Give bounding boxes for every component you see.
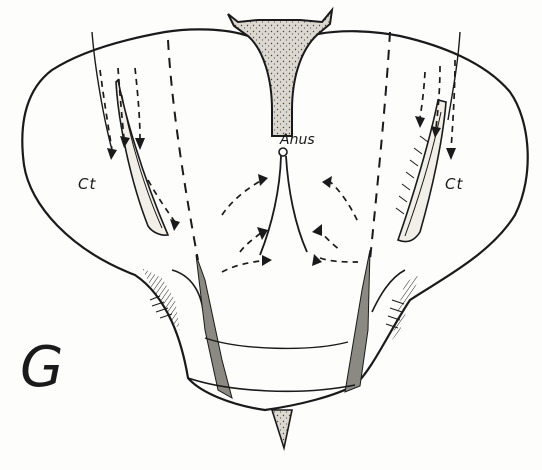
- right-dashed-line: [370, 32, 390, 260]
- bottom-curve: [188, 378, 355, 391]
- bottom-arc: [205, 338, 348, 348]
- ct-right-label: Ct: [445, 175, 463, 193]
- right-lower-hatch: [392, 275, 420, 340]
- arrows-left: [100, 68, 268, 272]
- ct-left-label: Ct: [78, 175, 96, 193]
- posterior-tip: [272, 410, 292, 448]
- panel-label: G: [20, 335, 63, 400]
- central-stalk: [260, 156, 307, 255]
- left-lower-hatch: [142, 268, 180, 330]
- left-wedge: [196, 255, 232, 398]
- anal-tube: [228, 10, 332, 136]
- anus-label: Anus: [280, 132, 315, 148]
- left-dashed-line: [168, 40, 198, 260]
- anus-opening: [279, 148, 287, 156]
